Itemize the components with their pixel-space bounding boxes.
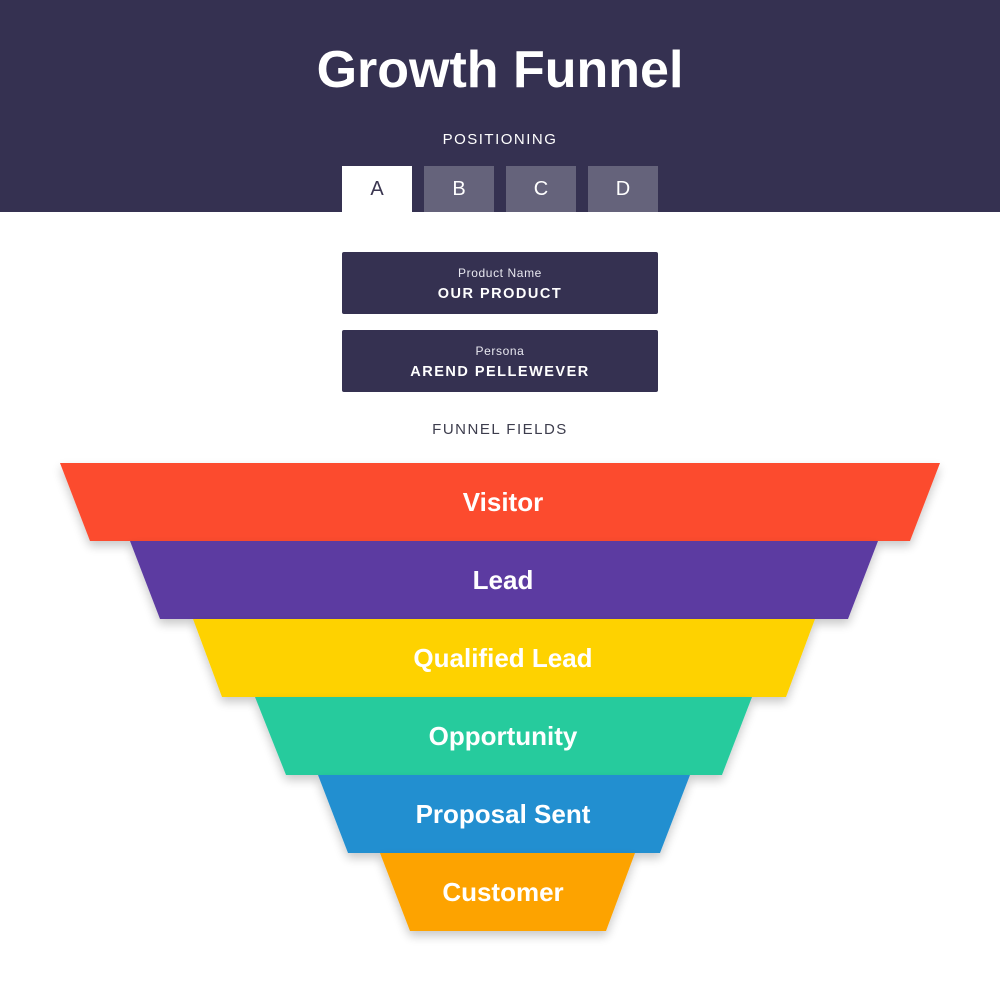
- positioning-label: POSITIONING: [442, 131, 558, 148]
- funnel-stage-label: Opportunity: [429, 721, 578, 751]
- header-banner: [0, 0, 1000, 212]
- funnel-stage-customer[interactable]: Customer: [380, 853, 635, 931]
- funnel-stage-shape[interactable]: [255, 697, 752, 775]
- tab-b[interactable]: B: [424, 166, 494, 212]
- funnel-stage-proposal-sent[interactable]: Proposal Sent: [318, 775, 690, 853]
- funnel-stage-shape[interactable]: [318, 775, 690, 853]
- page-title: Growth Funnel: [316, 41, 684, 99]
- funnel-stage-opportunity[interactable]: Opportunity: [255, 697, 752, 775]
- product-name-value: OUR PRODUCT: [437, 286, 563, 302]
- funnel-stage-label: Qualified Lead: [413, 643, 592, 673]
- tab-d[interactable]: D: [588, 166, 658, 212]
- funnel-fields-label: FUNNEL FIELDS: [432, 421, 568, 438]
- persona-field[interactable]: Persona AREND PELLEWEVER: [342, 330, 658, 392]
- funnel-stage-qualified-lead[interactable]: Qualified Lead: [193, 619, 815, 697]
- funnel-stage-shape[interactable]: [380, 853, 635, 931]
- persona-value: AREND PELLEWEVER: [410, 364, 590, 380]
- product-name-label: Product Name: [458, 266, 542, 280]
- funnel-stage-shape[interactable]: [193, 619, 815, 697]
- funnel-stage-label: Lead: [473, 565, 534, 595]
- tab-a[interactable]: A: [342, 166, 412, 212]
- funnel-stage-lead[interactable]: Lead: [130, 541, 878, 619]
- funnel-stage-label: Proposal Sent: [416, 799, 591, 829]
- funnel-stage-shape[interactable]: [60, 463, 940, 541]
- persona-label: Persona: [475, 344, 525, 358]
- product-name-field[interactable]: Product Name OUR PRODUCT: [342, 252, 658, 314]
- funnel-stage-visitor[interactable]: Visitor: [60, 463, 940, 541]
- funnel-stage-shape[interactable]: [130, 541, 878, 619]
- tab-c[interactable]: C: [506, 166, 576, 212]
- funnel-stage-label: Customer: [442, 877, 563, 907]
- funnel-stage-label: Visitor: [463, 487, 543, 517]
